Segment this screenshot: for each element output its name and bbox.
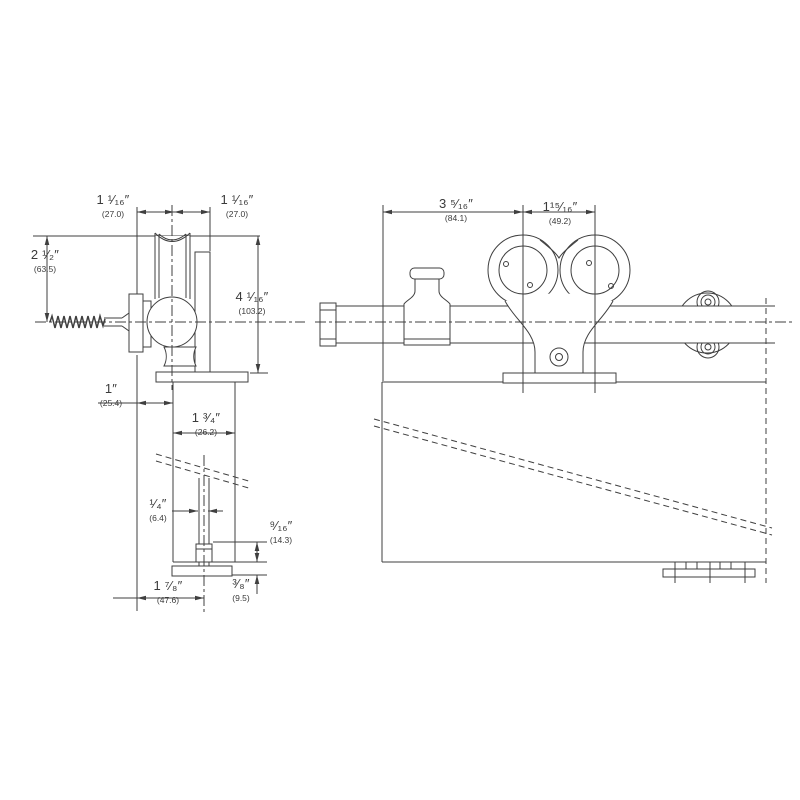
- floor-guide-side: [171, 543, 233, 577]
- dim-metric: (63.5): [33, 263, 57, 274]
- dim-value: 1 ³⁄₄″: [191, 410, 221, 426]
- dim-metric: (27.0): [101, 208, 125, 219]
- dim-metric: (49.2): [548, 215, 572, 226]
- mount-bracket-side: [128, 293, 144, 353]
- dim-value: 3 ⁵⁄₁₆″: [438, 196, 474, 212]
- dim-guide-engagement: ⁹⁄₁₆″(14.3): [270, 519, 293, 545]
- floor-guide-front: [662, 561, 756, 583]
- dim-metric: (103.2): [238, 305, 266, 316]
- dim-wall-to-door: 1″(25.4): [100, 382, 122, 408]
- dim-value: 1 ⁷⁄₈″: [153, 578, 183, 594]
- door-front: [381, 381, 766, 563]
- dim-hanger-offset-left: 1 ¹⁄₁₆″(27.0): [97, 193, 130, 219]
- dim-top-to-door-top: 4 ¹⁄₁₆″(103.2): [236, 290, 269, 316]
- dim-value: 1″: [104, 381, 118, 397]
- dim-wall-to-groove: 1 ⁷⁄₈″(47.6): [154, 579, 183, 605]
- dim-floor-clearance: ³⁄₈″(9.5): [232, 577, 249, 603]
- dim-top-to-rail-center: 2 ¹⁄₂″(63.5): [31, 248, 59, 274]
- hanger-strap-side: [194, 251, 211, 373]
- dim-metric: (47.6): [156, 594, 180, 605]
- dim-rail-end-to-wheel: 3 ⁵⁄₁₆″(84.1): [439, 197, 473, 223]
- dim-metric: (6.4): [149, 512, 167, 523]
- dim-value: ¹⁄₄″: [149, 496, 167, 512]
- dim-metric: (9.5): [232, 592, 250, 603]
- dim-value: 4 ¹⁄₁₆″: [235, 289, 269, 305]
- dim-hanger-offset-right: 1 ¹⁄₁₆″(27.0): [221, 193, 254, 219]
- hanger-flange-side: [155, 371, 249, 383]
- dim-value: ³⁄₈″: [232, 576, 250, 592]
- dim-value: 1 ¹⁄₁₆″: [220, 192, 254, 208]
- dim-value: 1¹⁵⁄₁₆″: [542, 199, 578, 215]
- dim-groove-width: ¹⁄₄″(6.4): [149, 497, 166, 523]
- dim-metric: (27.0): [225, 208, 249, 219]
- dim-metric: (25.4): [99, 397, 123, 408]
- centerlines: [35, 205, 792, 614]
- dim-metric: (14.3): [269, 534, 293, 545]
- bumper-side: [163, 346, 197, 367]
- dim-value: 1 ¹⁄₁₆″: [96, 192, 130, 208]
- dim-value: ⁹⁄₁₆″: [269, 518, 293, 534]
- dim-door-thickness: 1 ³⁄₄″(26.2): [192, 411, 220, 437]
- dim-metric: (26.2): [194, 426, 218, 437]
- door-stop: [403, 267, 451, 346]
- dim-wheel-spacing: 1¹⁵⁄₁₆″(49.2): [543, 200, 578, 226]
- dimension-arrows: [44, 209, 595, 601]
- dim-value: 2 ¹⁄₂″: [30, 247, 60, 263]
- dim-metric: (84.1): [444, 212, 468, 223]
- break-lines-right: [373, 298, 773, 583]
